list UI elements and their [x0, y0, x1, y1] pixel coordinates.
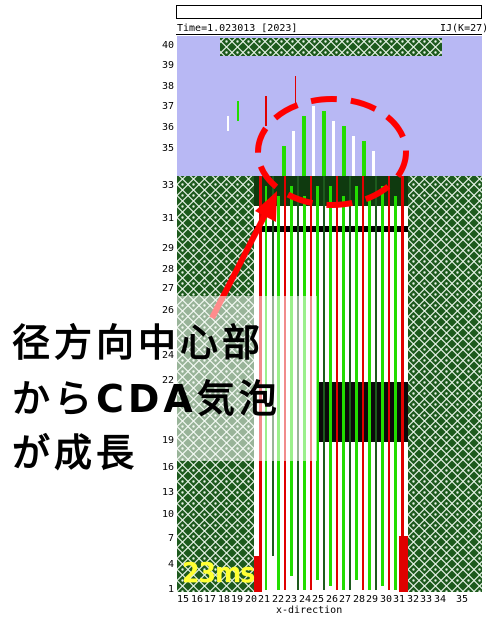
y-tick: 33: [161, 180, 174, 191]
simulation-plot: [167, 36, 482, 592]
x-tick: 32: [406, 594, 420, 605]
y-tick: 10: [161, 509, 174, 520]
elapsed-time-label: 23ms: [182, 556, 255, 589]
y-tick: 22: [161, 375, 174, 386]
x-tick: 22: [271, 594, 285, 605]
x-tick: 23: [284, 594, 298, 605]
y-tick: 37: [161, 101, 174, 112]
x-tick: 27: [338, 594, 352, 605]
x-tick: 24: [298, 594, 312, 605]
x-tick: 28: [352, 594, 366, 605]
top-structure: [220, 38, 442, 56]
y-tick: 35: [161, 143, 174, 154]
y-tick: 4: [167, 559, 174, 570]
y-tick: 36: [161, 122, 174, 133]
y-tick: 19: [161, 435, 174, 446]
x-tick: 26: [325, 594, 339, 605]
x-tick: 29: [365, 594, 379, 605]
x-tick: 25: [311, 594, 325, 605]
gas-region: [177, 36, 482, 176]
header-divider: [176, 34, 482, 35]
time-label: Time=1.023013 [2023]: [177, 23, 298, 34]
annotation-line-3: が成長: [12, 431, 139, 475]
y-tick: 38: [161, 81, 174, 92]
x-tick: 18: [217, 594, 231, 605]
x-tick: 16: [190, 594, 204, 605]
y-tick: 1: [167, 584, 174, 595]
x-tick: 17: [203, 594, 217, 605]
y-tick: 40: [161, 40, 174, 51]
x-axis-label: x-direction: [276, 605, 343, 616]
annotation-line-1: 径方向中心部: [12, 321, 265, 365]
right-structure: [408, 176, 482, 592]
y-tick: 39: [161, 60, 174, 71]
x-tick: 30: [379, 594, 393, 605]
y-tick: 13: [161, 487, 174, 498]
y-tick: 28: [161, 264, 174, 275]
progress-bar: [176, 5, 482, 19]
x-tick: 21: [257, 594, 271, 605]
y-tick: 31: [161, 213, 174, 224]
x-tick: 15: [176, 594, 190, 605]
y-tick: 29: [161, 243, 174, 254]
rising-bubbles: [227, 76, 375, 176]
slice-label: IJ(K=27): [440, 23, 488, 34]
x-tick: 33: [419, 594, 433, 605]
highlight-ellipse: [255, 96, 409, 208]
y-tick: 16: [161, 462, 174, 473]
y-tick: 26: [161, 305, 174, 316]
annotation-backdrop: [167, 296, 317, 461]
x-tick: 35: [455, 594, 469, 605]
x-tick: 31: [392, 594, 406, 605]
y-tick: 27: [161, 283, 174, 294]
x-tick: 20: [244, 594, 258, 605]
bottom-red: [254, 556, 262, 592]
y-tick: 24: [161, 350, 174, 361]
y-tick: 7: [167, 533, 174, 544]
annotation-line-2: からCDA気泡: [12, 377, 281, 421]
x-tick: 19: [230, 594, 244, 605]
x-tick: 34: [433, 594, 447, 605]
